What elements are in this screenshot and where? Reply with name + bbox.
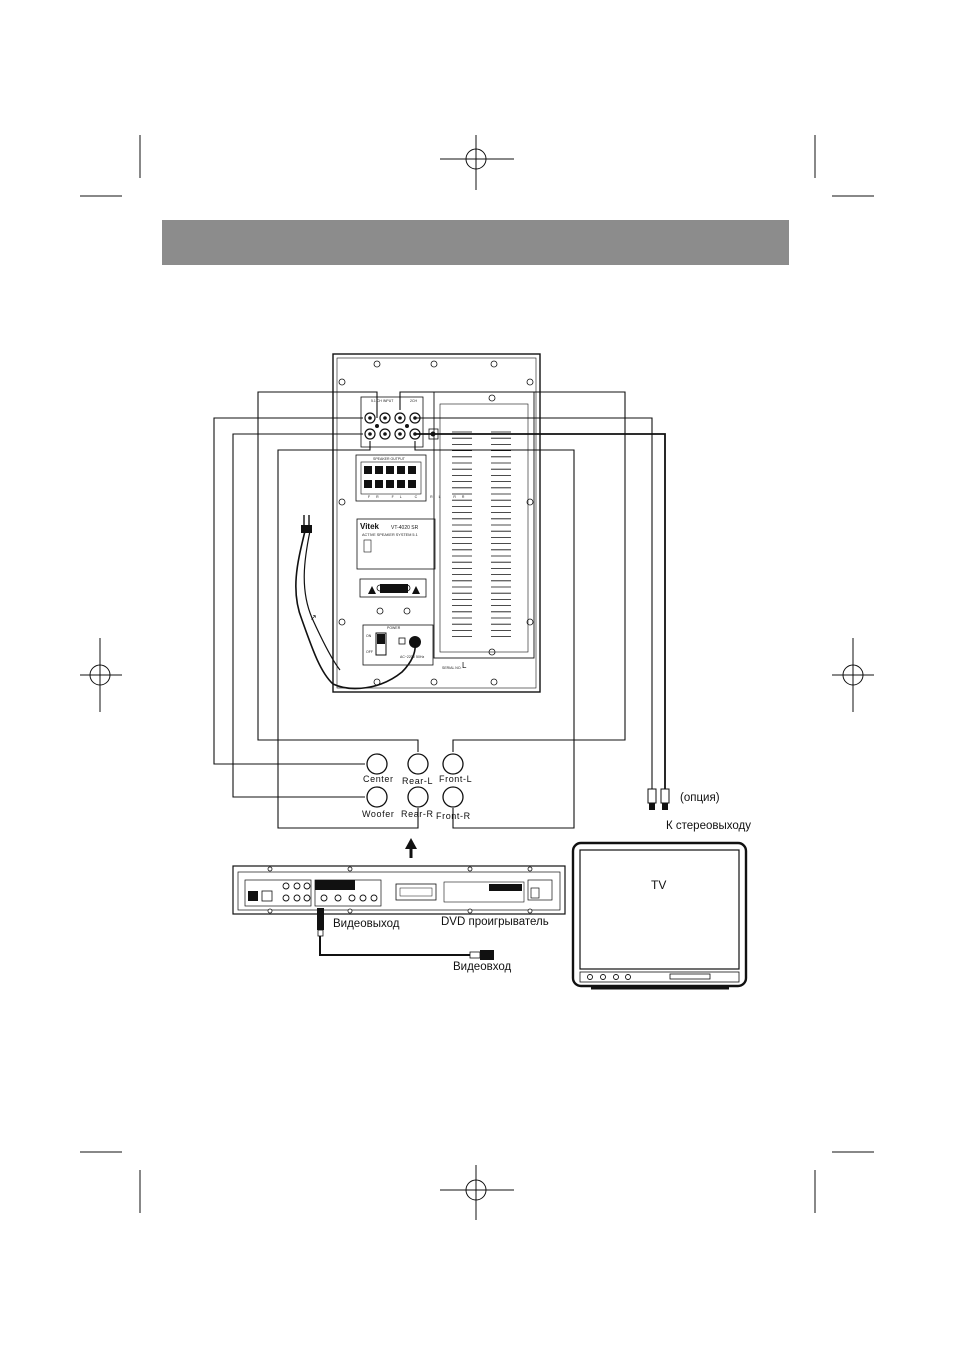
serial-label: SERIAL NO. — [442, 666, 462, 670]
video-in-caption: Видеовход — [453, 961, 511, 973]
option-caption: (опция) — [680, 792, 720, 804]
to-stereo-out-caption: К стереовыходу — [666, 820, 751, 832]
subwoofer-back-panel: ↗ — [296, 354, 540, 692]
switch-on-label: ON — [366, 634, 371, 638]
panel-input-label: 5.1 CH INPUT — [371, 399, 393, 403]
ac-rating-label: AC~220V 50Hz — [400, 655, 424, 659]
connector-rear-l-label: Rear-L — [402, 776, 433, 786]
up-arrow-icon — [405, 838, 417, 858]
switch-off-label: OFF — [366, 650, 373, 654]
connector-front-l-label: Front-L — [439, 774, 472, 784]
power-label: POWER — [387, 626, 400, 630]
connector-rear-r-label: Rear-R — [401, 809, 434, 819]
dvd-player-caption: DVD проигрыватель — [441, 916, 549, 928]
system-name-label: ACTIVE SPEAKER SYSTEM 5.1 — [362, 533, 418, 537]
rca-plugs — [648, 789, 669, 810]
panel-stereo-label: 2CH — [410, 399, 417, 403]
speaker-output-label: SPEAKER OUTPUT — [373, 457, 405, 461]
serial-value: L — [462, 661, 466, 670]
tv-set — [573, 843, 746, 988]
connector-center-label: Center — [363, 774, 394, 784]
speaker-cables — [214, 392, 665, 828]
brand-logo: Vitek — [360, 522, 379, 531]
dvd-player-back — [233, 866, 565, 960]
registration-marks — [80, 135, 874, 1220]
connector-front-r-label: Front-R — [436, 811, 471, 821]
svg-text:↗: ↗ — [310, 613, 317, 622]
tv-caption: TV — [651, 878, 666, 892]
caution-label: CAUTION — [385, 580, 401, 584]
channel-labels: FR FL C RL RR — [368, 495, 470, 499]
connector-woofer-label: Woofer — [362, 809, 394, 819]
model-label: VT-4020 SR — [391, 525, 418, 531]
video-out-caption: Видеовыход — [333, 918, 399, 930]
